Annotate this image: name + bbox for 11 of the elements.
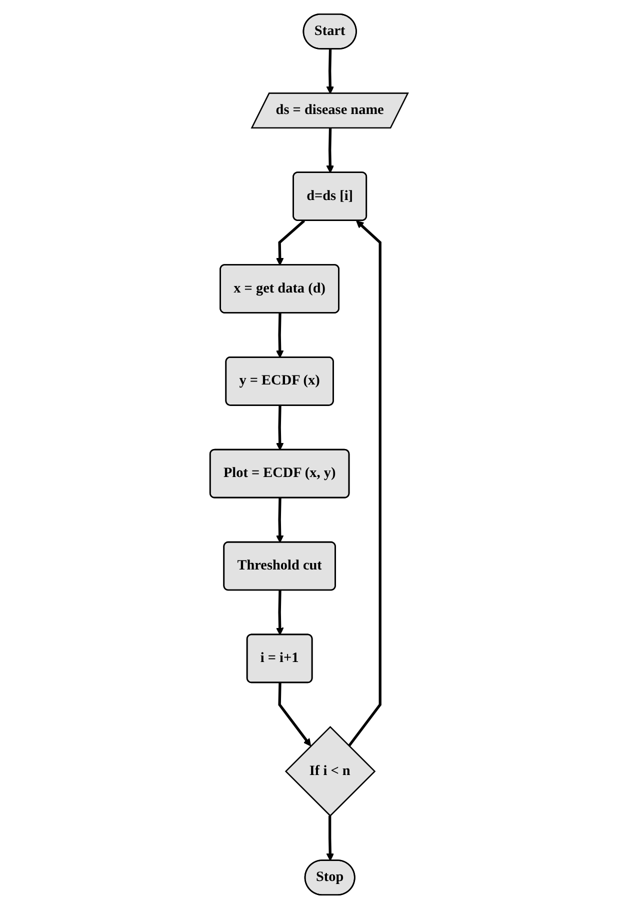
- arrow: [326, 815, 334, 861]
- node-diamond: If i < n: [284, 725, 376, 816]
- arrow: [275, 219, 305, 266]
- arrow: [275, 405, 284, 450]
- arrow: [278, 682, 311, 746]
- arrow: [326, 48, 334, 94]
- arrow: [275, 312, 284, 358]
- arrow: [326, 128, 334, 173]
- arrow: [275, 498, 284, 542]
- arrow: [347, 220, 381, 746]
- arrow: [275, 590, 284, 635]
